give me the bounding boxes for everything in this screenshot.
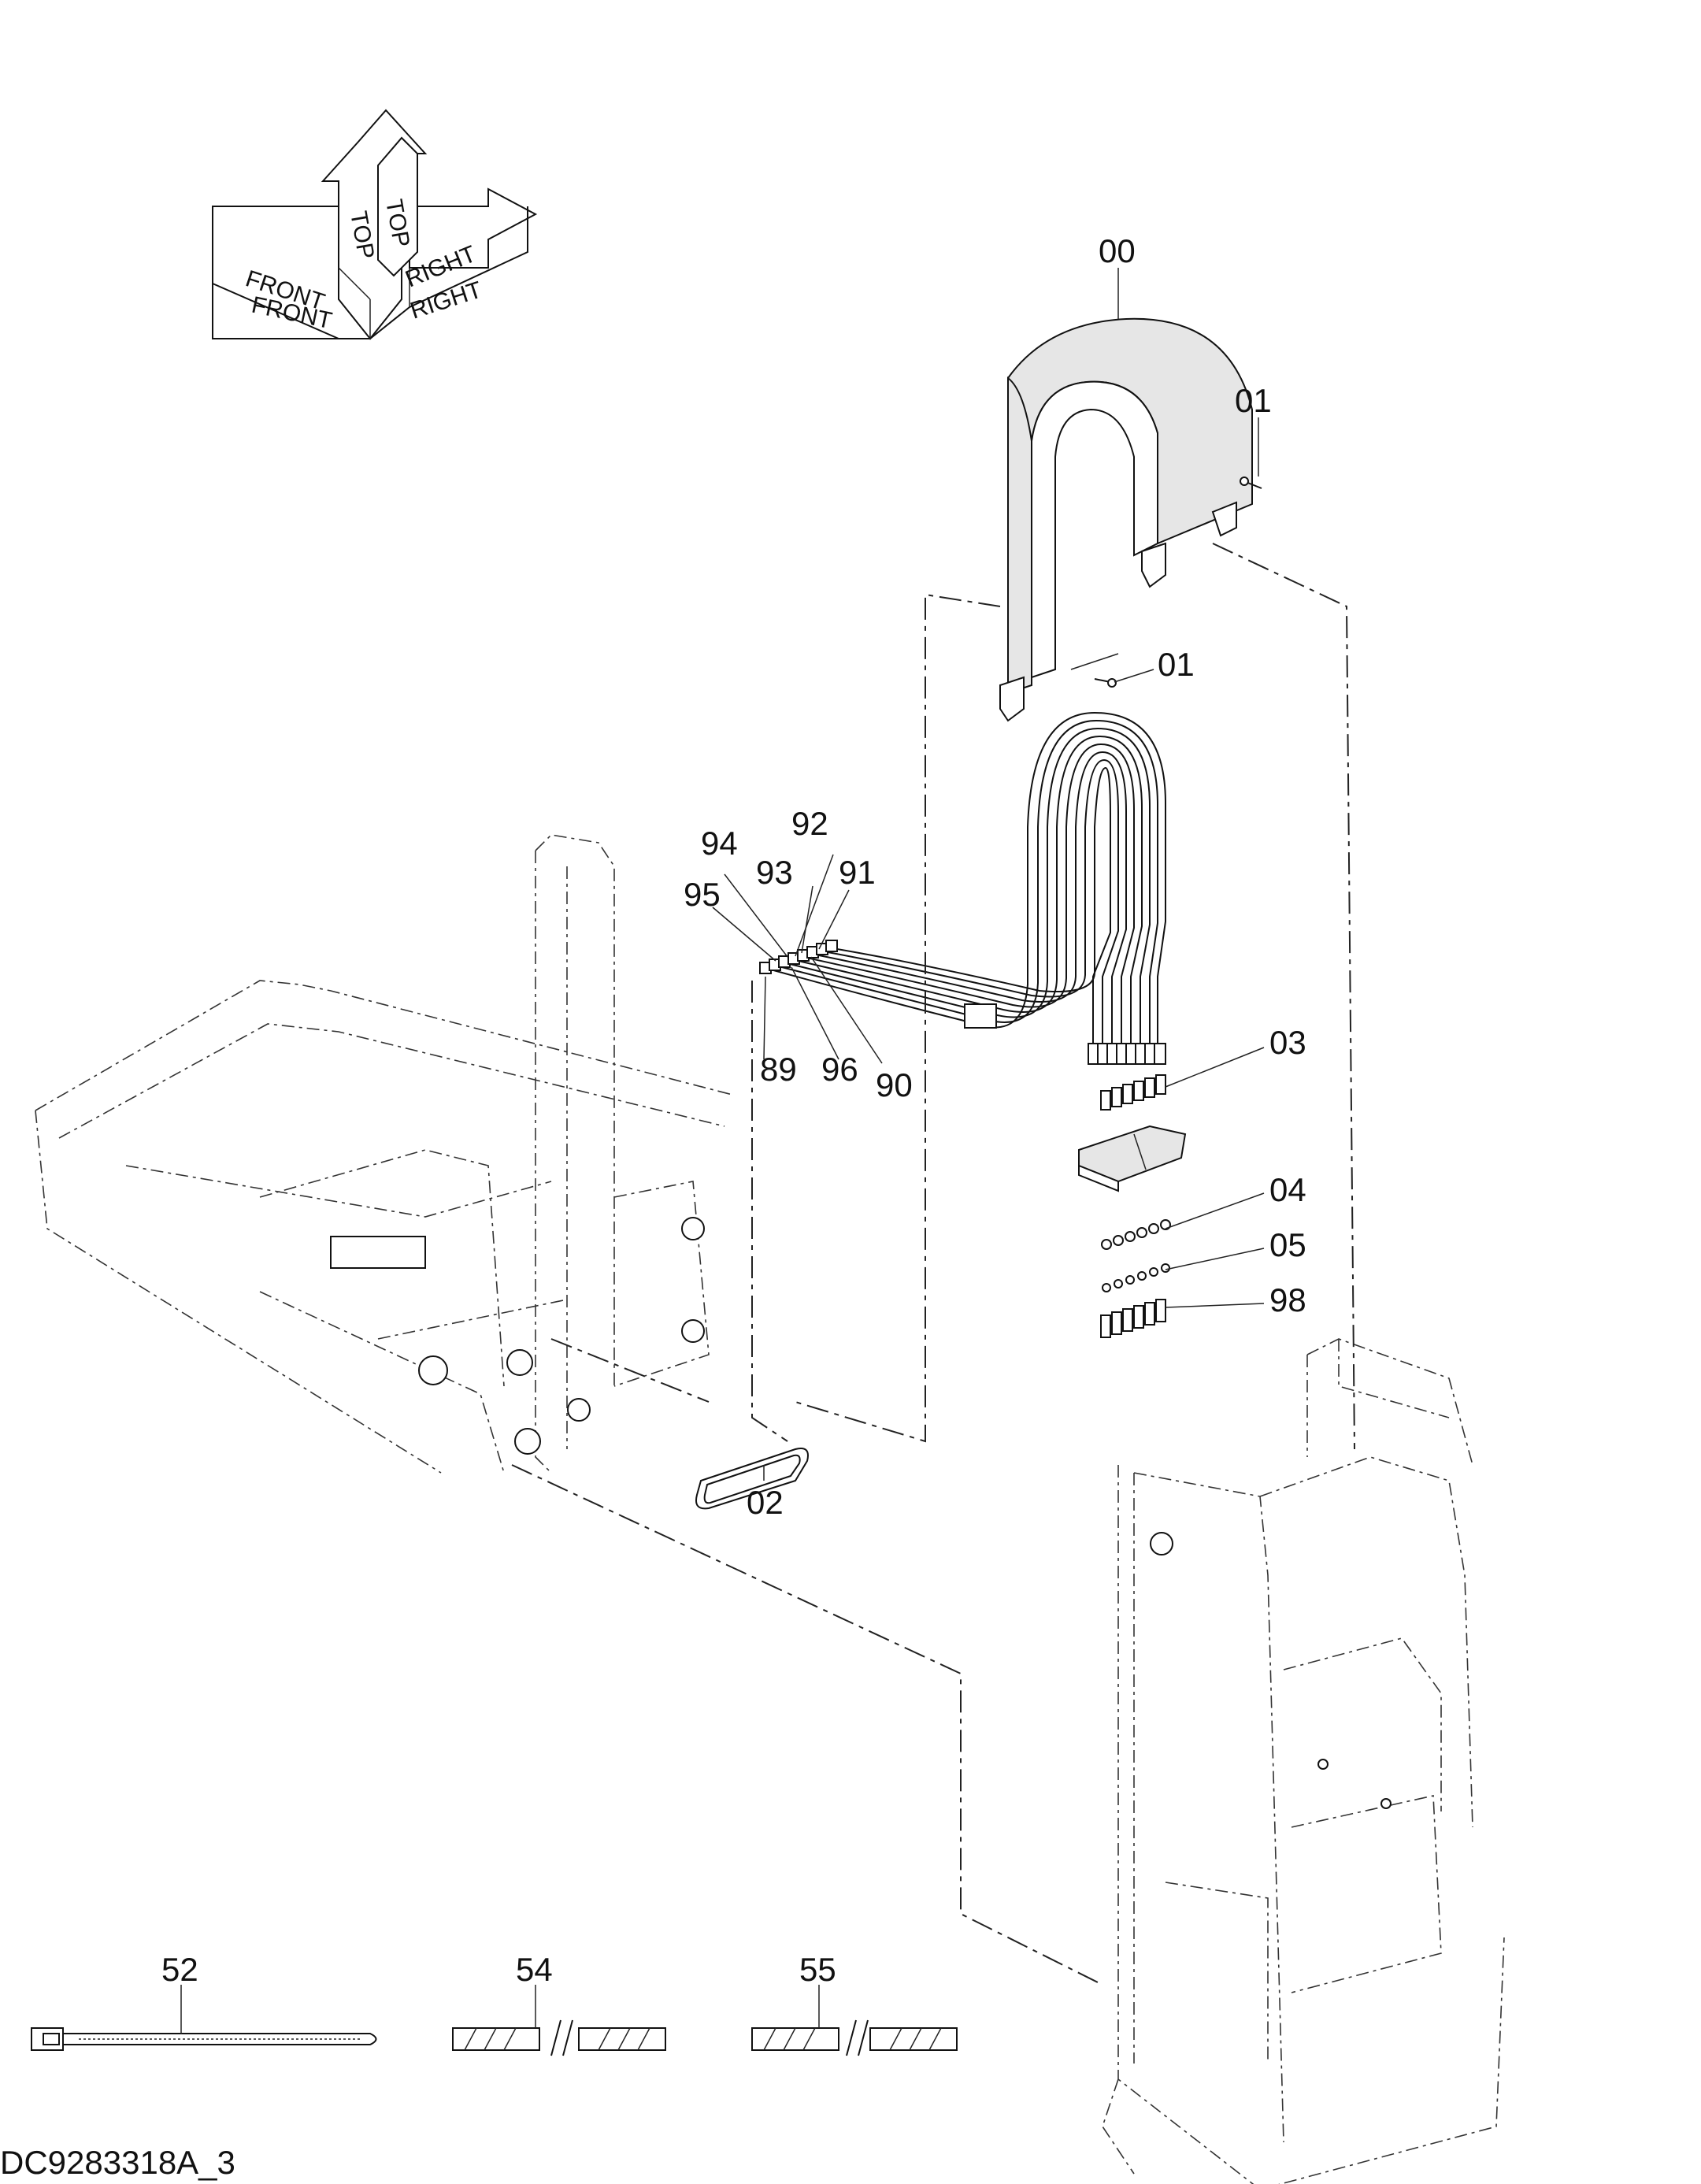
- callout-01-lower: 01: [1158, 646, 1195, 683]
- callout-04: 04: [1269, 1171, 1306, 1208]
- hose-bundle: [759, 711, 1166, 1065]
- screw-01-lower: [1094, 678, 1117, 688]
- column-frame: [1102, 1338, 1505, 2184]
- callout-02: 02: [747, 1484, 784, 1521]
- callout-03: 03: [1269, 1024, 1306, 1061]
- orientation-symbol: FRONT FRONT TOP TOP RIGHT RIGHT: [212, 109, 538, 340]
- boom-assembly: [35, 834, 733, 1474]
- callout-94: 94: [701, 825, 738, 862]
- cover-00: [999, 317, 1253, 722]
- callout-52: 52: [161, 1951, 198, 1988]
- callouts: 00 01 01 92 94 93 91 95 89 96 90 03 04 0…: [161, 232, 1306, 1988]
- hose-fittings-left: [759, 940, 838, 974]
- callout-93: 93: [756, 854, 793, 891]
- tube-54: [452, 2019, 666, 2056]
- callout-leaders: [180, 268, 1265, 2034]
- tube-55: [751, 2019, 958, 2056]
- hose-loop-02: [695, 1448, 809, 1510]
- callout-90: 90: [876, 1066, 913, 1103]
- callout-96: 96: [821, 1051, 858, 1088]
- nuts-05: [1102, 1263, 1170, 1292]
- callout-00: 00: [1099, 232, 1136, 269]
- caps-98: [1100, 1299, 1166, 1338]
- callout-54: 54: [516, 1951, 553, 1988]
- callout-92: 92: [791, 805, 828, 842]
- bracket-plate: [1078, 1125, 1187, 1192]
- washers-04: [1101, 1219, 1171, 1250]
- hose-fittings-right: [1088, 1043, 1166, 1065]
- drawing-code: DC9283318A_3: [0, 2144, 235, 2181]
- callout-95: 95: [684, 876, 721, 913]
- callout-01-upper: 01: [1235, 382, 1272, 419]
- callout-55: 55: [799, 1951, 836, 1988]
- callout-91: 91: [839, 854, 876, 891]
- callout-05: 05: [1269, 1226, 1306, 1263]
- screw-01-upper: [1240, 476, 1262, 489]
- callout-98: 98: [1269, 1281, 1306, 1318]
- callout-89: 89: [760, 1051, 797, 1088]
- fittings-03: [1100, 1074, 1166, 1111]
- leader-lines: [511, 543, 1355, 1986]
- cable-tie-52: [31, 2027, 377, 2051]
